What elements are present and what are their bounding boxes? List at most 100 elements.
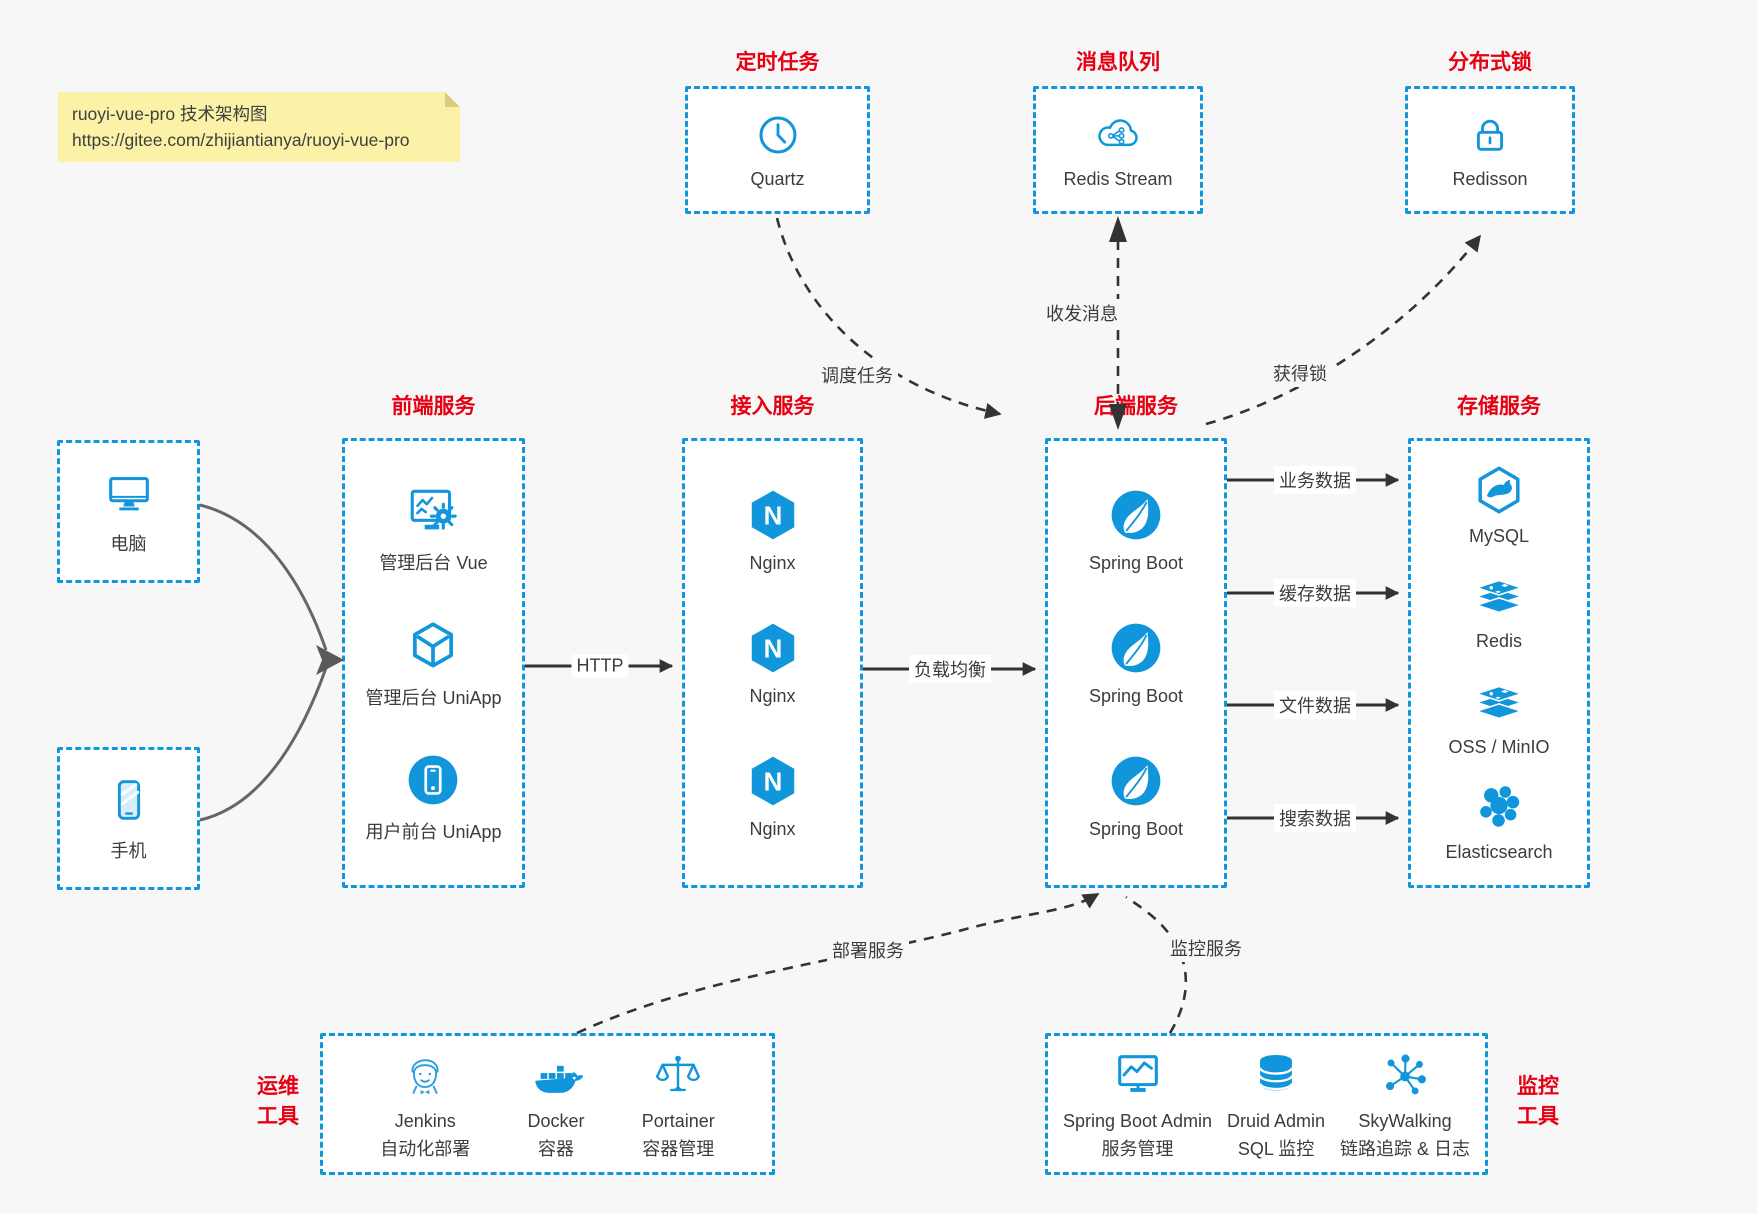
edge-monitor-service bbox=[1125, 895, 1188, 1034]
node-springboot-1: Spring Boot bbox=[1089, 486, 1183, 574]
jenkins-icon bbox=[398, 1048, 452, 1102]
node-spring-boot-admin: Spring Boot Admin 服务管理 bbox=[1063, 1048, 1212, 1161]
node-redisson-label: Redisson bbox=[1452, 169, 1528, 189]
box-message-queue: Redis Stream bbox=[1033, 86, 1203, 214]
network-nodes-icon bbox=[1378, 1048, 1432, 1102]
node-elasticsearch: Elasticsearch bbox=[1445, 779, 1553, 863]
edge-label-acquire-lock: 获得锁 bbox=[1268, 359, 1332, 387]
title-message-queue: 消息队列 bbox=[1076, 51, 1160, 74]
node-admin-vue: 管理后台 Vue bbox=[379, 482, 488, 575]
database-icon bbox=[1249, 1048, 1303, 1102]
clients-arrowhead bbox=[316, 645, 344, 675]
box-distributed-lock: Redisson bbox=[1405, 86, 1575, 214]
node-skywalking: SkyWalking 链路追踪 & 日志 bbox=[1340, 1048, 1470, 1161]
node-nginx-2: Nginx bbox=[744, 619, 802, 707]
node-springboot-1-label: Spring Boot bbox=[1088, 553, 1184, 573]
node-nginx-2-label: Nginx bbox=[749, 686, 796, 706]
nginx-icon bbox=[744, 752, 802, 810]
node-skywalking-desc: 链路追踪 & 日志 bbox=[1340, 1138, 1471, 1159]
nginx-icon bbox=[744, 486, 802, 544]
node-pc: 电脑 bbox=[102, 467, 156, 556]
clock-icon bbox=[753, 110, 803, 160]
node-user-uniapp: 用户前台 UniApp bbox=[365, 751, 502, 844]
node-admin-vue-label: 管理后台 Vue bbox=[379, 553, 488, 574]
admin-dashboard-icon bbox=[405, 482, 463, 540]
smartphone-icon bbox=[102, 774, 156, 828]
title-storage-services: 存储服务 bbox=[1457, 395, 1541, 418]
node-springboot-3-label: Spring Boot bbox=[1088, 819, 1184, 839]
node-quartz-label: Quartz bbox=[750, 169, 805, 189]
box-client-pc: 电脑 bbox=[57, 440, 200, 583]
redis-icon bbox=[1472, 568, 1526, 622]
title-ops-tools: 运维 工具 bbox=[236, 1072, 320, 1133]
node-admin-uniapp-label: 管理后台 UniApp bbox=[365, 687, 502, 708]
mysql-icon bbox=[1472, 463, 1526, 517]
node-redis-stream-label: Redis Stream bbox=[1063, 169, 1173, 189]
title-distributed-lock: 分布式锁 bbox=[1448, 51, 1532, 74]
node-druid-label: Druid Admin bbox=[1227, 1110, 1326, 1131]
title-frontend-services: 前端服务 bbox=[391, 395, 476, 418]
node-skywalking-label: SkyWalking bbox=[1358, 1110, 1452, 1131]
node-oss-minio-label: OSS / MinIO bbox=[1448, 736, 1550, 757]
node-jenkins-desc: 自动化部署 bbox=[380, 1138, 471, 1159]
node-nginx-3: Nginx bbox=[744, 752, 802, 840]
edge-label-http: HTTP bbox=[571, 654, 629, 678]
monitor-chart-icon bbox=[1111, 1048, 1165, 1102]
node-redis-stream: Redis Stream bbox=[1063, 110, 1173, 190]
edge-label-load-balance: 负载均衡 bbox=[909, 655, 991, 683]
node-portainer: Portainer 容器管理 bbox=[642, 1048, 715, 1161]
node-druid-desc: SQL 监控 bbox=[1237, 1138, 1315, 1159]
edge-label-monitor: 监控服务 bbox=[1165, 934, 1247, 962]
edge-clients-to-frontend bbox=[199, 503, 328, 822]
scales-icon bbox=[651, 1048, 705, 1102]
node-redisson: Redisson bbox=[1452, 110, 1528, 190]
box-client-phone: 手机 bbox=[57, 747, 200, 890]
edge-label-cache-data: 缓存数据 bbox=[1274, 579, 1356, 607]
edge-label-schedule: 调度任务 bbox=[816, 361, 898, 389]
node-elasticsearch-label: Elasticsearch bbox=[1445, 842, 1553, 863]
elasticsearch-icon bbox=[1472, 779, 1526, 833]
node-jenkins: Jenkins 自动化部署 bbox=[380, 1048, 470, 1161]
nginx-icon bbox=[744, 619, 802, 677]
title-ops-line2: 工具 bbox=[257, 1105, 299, 1129]
spring-boot-icon bbox=[1107, 619, 1165, 677]
cube-icon bbox=[404, 617, 462, 675]
note-title: ruoyi-vue-pro 技术架构图 bbox=[72, 104, 268, 124]
node-nginx-3-label: Nginx bbox=[749, 819, 796, 839]
title-monitor-tools: 监控 工具 bbox=[1496, 1072, 1580, 1133]
node-sba-desc: 服务管理 bbox=[1101, 1138, 1174, 1159]
desktop-icon bbox=[102, 467, 156, 521]
edge-label-file-data: 文件数据 bbox=[1274, 691, 1356, 719]
box-backend: Spring Boot Spring Boot Spring Boot bbox=[1045, 438, 1227, 888]
cloud-network-icon bbox=[1093, 110, 1143, 160]
title-backend-services: 后端服务 bbox=[1094, 395, 1178, 418]
object-storage-icon bbox=[1472, 674, 1526, 728]
node-docker-desc: 容器 bbox=[537, 1138, 574, 1159]
mobile-app-icon bbox=[404, 751, 462, 809]
node-oss-minio: OSS / MinIO bbox=[1448, 674, 1550, 758]
node-mysql: MySQL bbox=[1469, 463, 1529, 547]
node-user-uniapp-label: 用户前台 UniApp bbox=[365, 821, 502, 842]
edge-label-business-data: 业务数据 bbox=[1274, 466, 1356, 494]
node-springboot-3: Spring Boot bbox=[1089, 752, 1183, 840]
edge-label-deploy: 部署服务 bbox=[827, 936, 909, 964]
sticky-note: ruoyi-vue-pro 技术架构图 https://gitee.com/zh… bbox=[58, 92, 460, 162]
node-quartz: Quartz bbox=[750, 110, 805, 190]
lock-icon bbox=[1465, 110, 1515, 160]
note-url: https://gitee.com/zhijiantianya/ruoyi-vu… bbox=[72, 130, 410, 151]
node-phone-label: 手机 bbox=[110, 841, 147, 861]
node-portainer-label: Portainer bbox=[641, 1110, 715, 1131]
node-springboot-2: Spring Boot bbox=[1089, 619, 1183, 707]
node-portainer-desc: 容器管理 bbox=[642, 1138, 715, 1159]
box-ops-tools: Jenkins 自动化部署 Docker 容器 Portainer 容器管理 bbox=[320, 1033, 775, 1175]
node-jenkins-label: Jenkins bbox=[394, 1110, 456, 1131]
node-redis-label: Redis bbox=[1475, 631, 1523, 652]
box-monitor-tools: Spring Boot Admin 服务管理 Druid Admin SQL 监… bbox=[1045, 1033, 1488, 1175]
node-sba-label: Spring Boot Admin bbox=[1062, 1110, 1213, 1131]
box-gateway: Nginx Nginx Nginx bbox=[682, 438, 863, 888]
node-mysql-label: MySQL bbox=[1468, 525, 1529, 546]
title-monitor-line2: 工具 bbox=[1517, 1105, 1559, 1129]
node-docker-label: Docker bbox=[527, 1110, 585, 1131]
node-admin-uniapp: 管理后台 UniApp bbox=[365, 617, 502, 710]
messages-arrowhead-up bbox=[1109, 216, 1127, 242]
